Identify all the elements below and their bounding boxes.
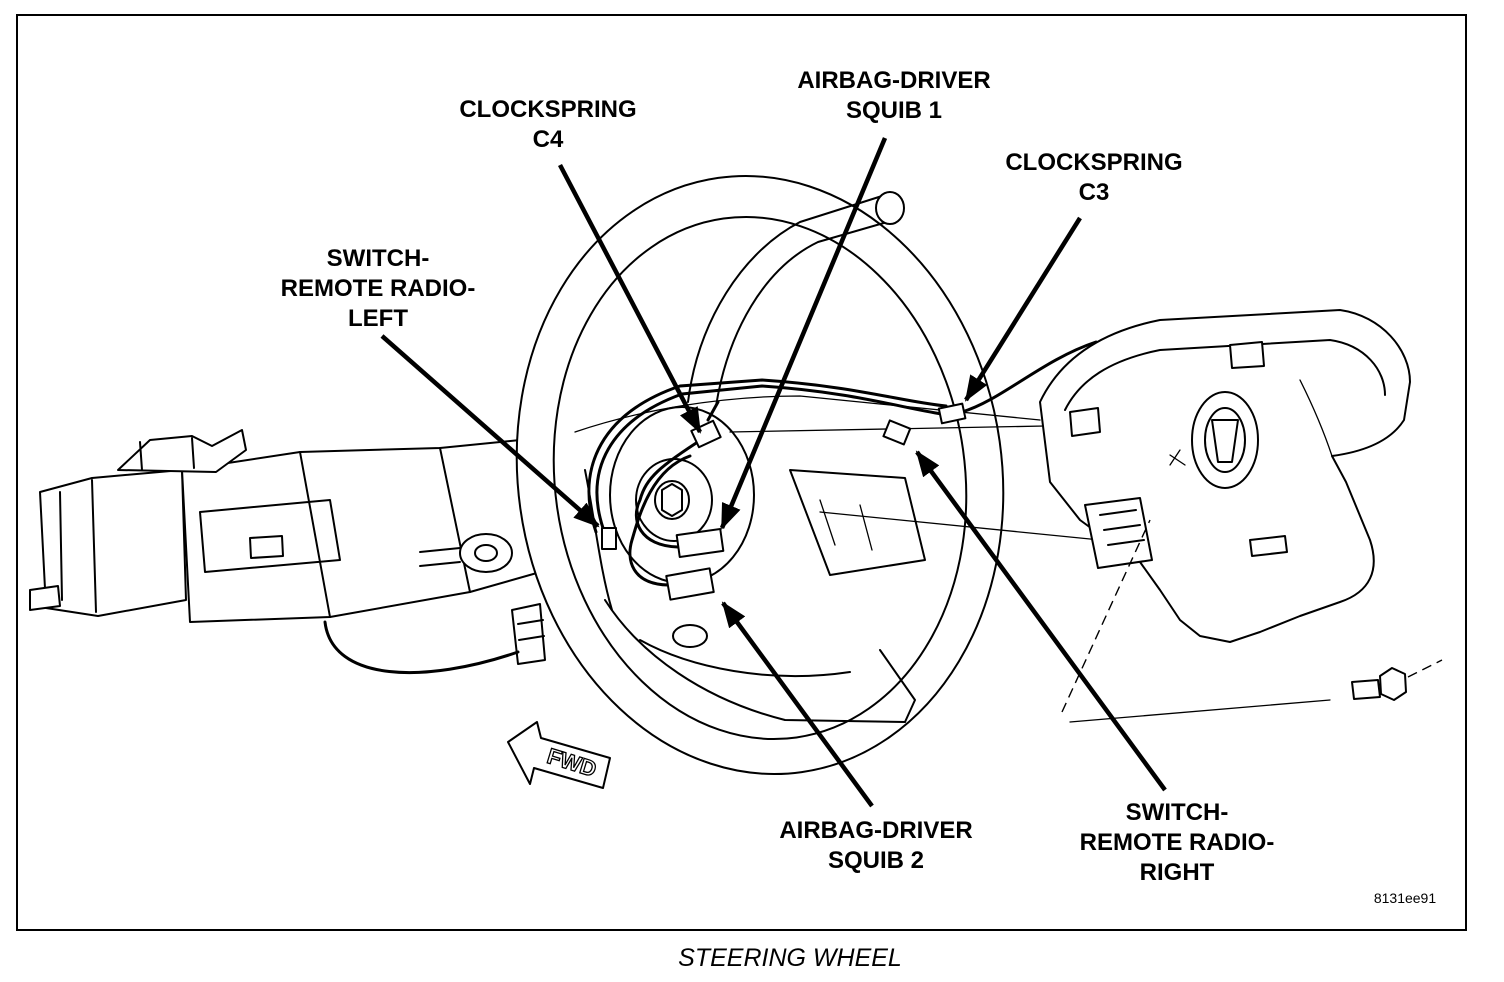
callout-line: REMOTE RADIO- [281,275,476,302]
mounting-bolt [1351,667,1407,701]
steering-column [29,427,586,674]
leader-clockspring-c3 [964,216,1082,402]
callout-switch-remote-radio-left: SWITCH- REMOTE RADIO- LEFT [281,245,476,332]
wire-harness [587,340,1098,587]
switch-remote-radio-left-connector [601,527,617,550]
callout-line: AIRBAG-DRIVER [797,67,990,94]
switch-remote-radio-right-connector [882,419,912,446]
figure-id: 8131ee91 [1374,890,1437,906]
bolt-axis-line [1407,659,1443,678]
callout-line: SQUIB 1 [846,97,942,124]
leader-airbag-squib-1 [719,137,888,530]
callout-airbag-squib-2: AIRBAG-DRIVER SQUIB 2 [779,817,972,874]
callout-line: SQUIB 2 [828,847,924,874]
leader-switch-left [380,334,600,528]
callout-line: SWITCH- [327,245,430,272]
install-line [1061,519,1151,713]
clockspring-c3-connector [937,402,967,425]
callout-line: REMOTE RADIO- [1080,829,1275,856]
callout-line: C4 [533,126,564,153]
airbag-module [1039,309,1411,723]
figure-caption: STEERING WHEEL [678,944,902,972]
callout-line: AIRBAG-DRIVER [779,817,972,844]
airbag-squib-2-connector [665,567,715,601]
callout-line: CLOCKSPRING [1005,149,1182,176]
leader-airbag-squib-2 [721,601,874,808]
leader-clockspring-c4 [558,163,702,434]
callout-clockspring-c3: CLOCKSPRING C3 [1005,149,1182,206]
callout-line: C3 [1079,179,1110,206]
airbag-squib-1-connector [675,528,725,558]
callout-clockspring-c4: CLOCKSPRING C4 [459,96,636,153]
callout-line: CLOCKSPRING [459,96,636,123]
callout-switch-remote-radio-right: SWITCH- REMOTE RADIO- RIGHT [1080,799,1275,886]
clockspring-c4-connector [690,419,722,449]
callout-line: RIGHT [1140,859,1215,886]
callout-line: LEFT [348,305,408,332]
leader-switch-right [915,450,1167,792]
callout-line: SWITCH- [1126,799,1229,826]
clockspring [609,406,755,584]
callout-airbag-squib-1: AIRBAG-DRIVER SQUIB 1 [797,67,990,124]
